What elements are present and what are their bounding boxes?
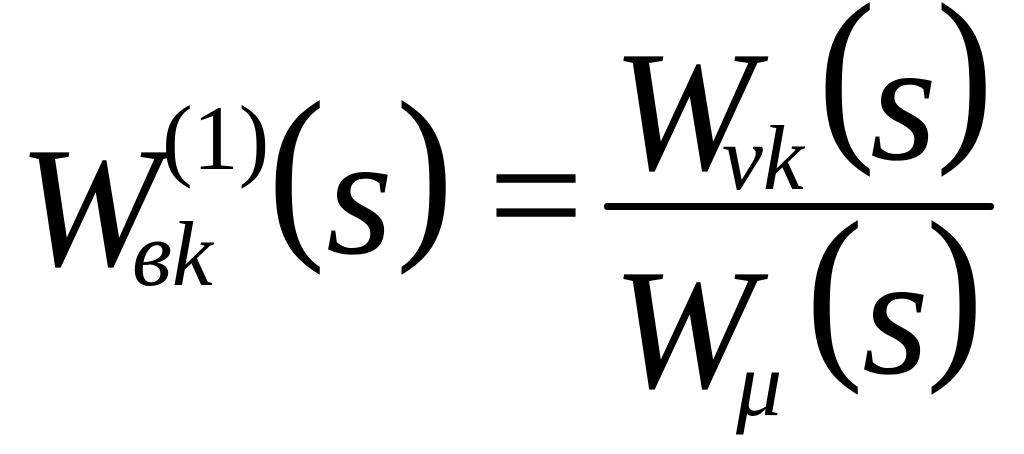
fraction-bar (604, 203, 994, 210)
numerator-subscript: νk (722, 107, 804, 209)
lhs-superscript: (1) (162, 87, 270, 189)
denominator-right-paren: ) (926, 183, 984, 397)
lhs-argument: s (326, 101, 393, 291)
lhs-left-paren: ( (268, 63, 326, 277)
denominator-symbol: W (612, 235, 756, 425)
lhs-right-paren: ) (396, 63, 454, 277)
numerator-symbol: W (612, 17, 756, 207)
numerator-argument: s (870, 7, 937, 197)
lhs-subscript: вk (132, 203, 213, 305)
denominator-subscript: μ (736, 333, 783, 435)
denominator-left-paren: ( (806, 183, 864, 397)
numerator-right-paren: ) (936, 0, 994, 179)
denominator-argument: s (862, 221, 929, 411)
equals-sign: = (488, 101, 584, 289)
numerator-left-paren: ( (818, 0, 876, 179)
lhs-symbol: W (18, 113, 162, 303)
